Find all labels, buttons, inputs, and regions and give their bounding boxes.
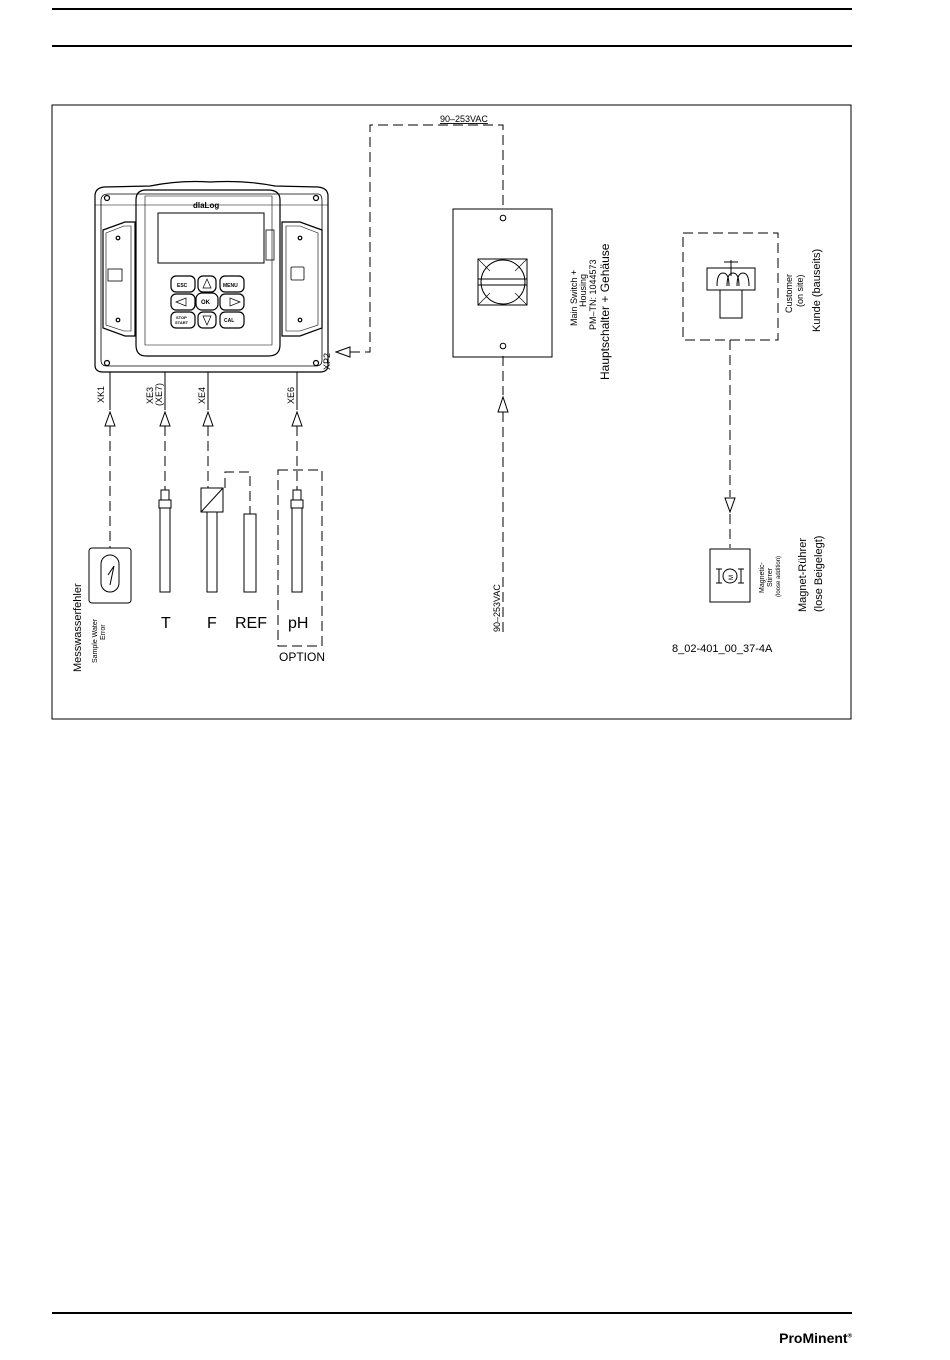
terminal-xe6: XE6 [286, 387, 296, 404]
motor-symbol: M [729, 575, 735, 580]
key-ok: OK [201, 300, 211, 306]
stirrer-en-2: Stirrer [767, 567, 774, 587]
main-switch-en-1: Main Switch + [569, 270, 579, 326]
customer-de: Kunde (bauseits) [811, 249, 823, 332]
connection-lines [109, 124, 779, 647]
customer-en-2: (on site) [795, 274, 805, 307]
terminal-xk1: XK1 [96, 386, 106, 403]
sample-water-de: Messwasserfehler [72, 583, 84, 672]
voltage-bottom: 90–253VAC [492, 584, 502, 632]
voltage-top: 90–253VAC [440, 114, 488, 124]
stirrer-en-3: (loose addition) [776, 556, 782, 597]
main-switch-en-3: PM–TN: 1044573 [588, 259, 598, 330]
sensor-ph-label: pH [288, 615, 308, 632]
key-menu: MENU [223, 283, 238, 289]
main-switch-housing [452, 208, 553, 358]
customer-en-1: Customer [784, 274, 794, 313]
option-label: OPTION [279, 650, 325, 664]
footer-rule [52, 1312, 852, 1314]
prominent-logo: ProMinent® [779, 1330, 852, 1346]
stirrer-en-1: Magnetic- [759, 562, 766, 593]
brand-minent: Minent [802, 1330, 848, 1346]
key-stop: STOP [176, 315, 187, 320]
sensor-f-label: F [207, 615, 217, 632]
key-cal: CAL [224, 318, 234, 324]
device-logo: dlaLog [193, 201, 219, 210]
terminal-xe4: XE4 [197, 387, 207, 404]
main-switch-de: Hauptschalter + Gehäuse [598, 243, 612, 380]
terminal-xe3: XE3 [145, 387, 155, 404]
customer-terminal [706, 260, 756, 319]
header-rule-bottom [52, 45, 852, 47]
main-switch-en-2: Housing [578, 274, 588, 307]
key-esc: ESC [177, 283, 188, 289]
brand-reg: ® [847, 1333, 852, 1340]
drawing-id: 8_02-401_00_37-4A [672, 643, 773, 655]
sensor-probes [158, 487, 304, 593]
terminal-xe7: (XE7) [154, 383, 164, 406]
stirrer-de-2: (lose Beigelegt) [813, 536, 825, 612]
controller-device [94, 180, 329, 373]
arrow-up-icon [104, 346, 736, 514]
float-switch-icon [88, 547, 132, 604]
sensor-t-label: T [161, 615, 171, 632]
brand-pro: Pro [779, 1330, 803, 1346]
diagram-frame [51, 104, 852, 720]
motor-icon [709, 548, 751, 603]
sensor-ref-label: REF [235, 615, 267, 632]
terminal-xp2: XP2 [322, 353, 332, 370]
sample-water-en-1: Sample Water [92, 618, 99, 663]
key-start: START [175, 320, 189, 325]
stirrer-de-1: Magnet-Rührer [797, 538, 809, 612]
sample-water-en-2: Error [100, 624, 107, 640]
header-rule-top [52, 8, 852, 10]
